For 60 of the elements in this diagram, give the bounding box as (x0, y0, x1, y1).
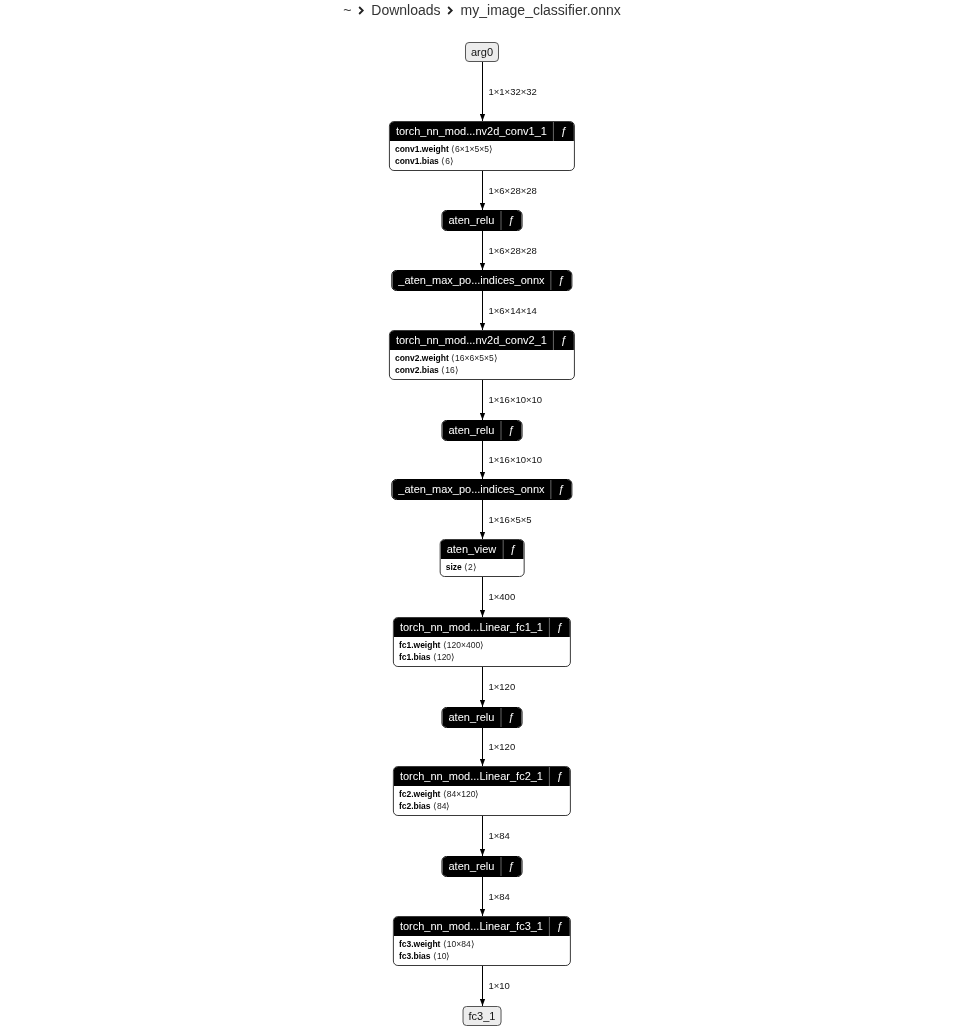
attribute-text: conv1.weight ⟨6×1×5×5⟩ (393, 143, 494, 155)
breadcrumb-text: ~ (343, 1, 352, 19)
operator-name: torch_nn_mod...Linear_fc1_1 (398, 620, 544, 635)
operator-name: torch_nn_mod...Linear_fc3_1 (398, 919, 544, 934)
operator-name: aten_relu (447, 423, 496, 438)
operator-node (392, 617, 572, 667)
arrow (479, 61, 486, 122)
operator-node (391, 270, 573, 291)
operator-name: _aten_max_po...indices_onnx (397, 482, 546, 497)
arrow (479, 576, 486, 618)
attribute-text: fc1.weight ⟨120×400⟩ (397, 639, 486, 651)
input-node: arg0 (465, 42, 499, 62)
breadcrumb-text: Downloads (371, 1, 441, 19)
attribute-text: size ⟨2⟩ (444, 561, 478, 573)
breadcrumb-text: my_image_classifier.onnx (460, 1, 621, 19)
operator-node (441, 420, 523, 441)
arrow (479, 440, 486, 480)
arrow (479, 666, 486, 708)
operator-node (441, 707, 523, 728)
arrow (479, 815, 486, 857)
attribute-text: conv2.bias ⟨16⟩ (393, 364, 460, 376)
operator-name: aten_relu (447, 213, 496, 228)
arrow (479, 170, 486, 211)
output-node: fc3_1 (462, 1006, 502, 1026)
edge-label: 1×10 (487, 980, 511, 992)
attribute-text: conv2.weight ⟨16×6×5×5⟩ (393, 352, 499, 364)
edge-label: 1×400 (487, 591, 517, 603)
attribute-text: fc3.weight ⟨10×84⟩ (397, 938, 476, 950)
arrow (479, 727, 486, 767)
operator-node (391, 479, 573, 500)
edge-label: 1×16×10×10 (487, 454, 544, 466)
attribute-text: fc3.bias ⟨10⟩ (397, 950, 452, 962)
operator-node (441, 856, 523, 877)
operator-node (388, 121, 576, 171)
arrow (479, 230, 486, 271)
arrow (479, 290, 486, 331)
edge-label: 1×120 (487, 741, 517, 753)
operator-name: _aten_max_po...indices_onnx (397, 273, 546, 288)
operator-node (392, 916, 572, 966)
operator-name: aten_relu (447, 710, 496, 725)
arrow (479, 499, 486, 540)
operator-name: torch_nn_mod...nv2d_conv2_1 (394, 333, 548, 348)
operator-node (441, 210, 523, 231)
edge-label: 1×16×10×10 (487, 394, 544, 406)
attribute-text: conv1.bias ⟨6⟩ (393, 155, 455, 167)
operator-name: aten_view (445, 542, 498, 557)
arrow (479, 876, 486, 917)
attribute-text: fc2.bias ⟨84⟩ (397, 800, 452, 812)
operator-name: torch_nn_mod...Linear_fc2_1 (398, 769, 544, 784)
operator-node (392, 766, 572, 816)
arrow (479, 965, 486, 1007)
operator-node (388, 330, 576, 380)
operator-name: aten_relu (447, 859, 496, 874)
attribute-text: fc1.bias ⟨120⟩ (397, 651, 457, 663)
edge-label: 1×84 (487, 830, 511, 842)
arrow (479, 379, 486, 421)
operator-node (439, 539, 525, 577)
operator-name: torch_nn_mod...nv2d_conv1_1 (394, 124, 548, 139)
edge-label: 1×120 (487, 681, 517, 693)
attribute-text: fc2.weight ⟨84×120⟩ (397, 788, 481, 800)
